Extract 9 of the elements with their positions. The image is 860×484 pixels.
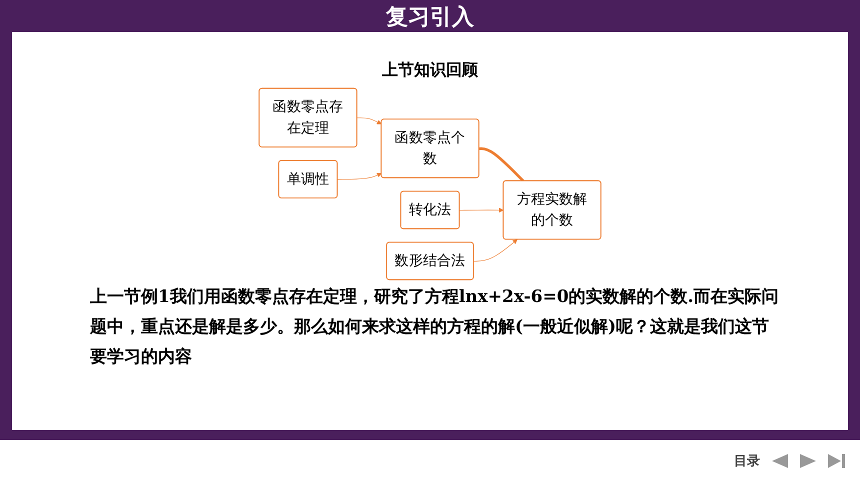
arrow [337, 172, 382, 180]
section-heading: 上节知识回顾 [381, 60, 479, 81]
slide-title: 复习引入 [384, 4, 475, 32]
arrow [459, 208, 504, 213]
arrow [473, 239, 518, 262]
menu-link: 目录 [734, 453, 760, 470]
arrow [356, 118, 382, 124]
paragraph: 上一节例1我们用函数零点存在定理，研究了方程lnx+2x-6=0的实数解的个数.而在实际问题中，重点还是解是多少。那么如何来求这样的方程的解(一般近似解)呢？这就是我们这节要学习的内容 [90, 286, 780, 369]
connector [479, 147, 524, 182]
